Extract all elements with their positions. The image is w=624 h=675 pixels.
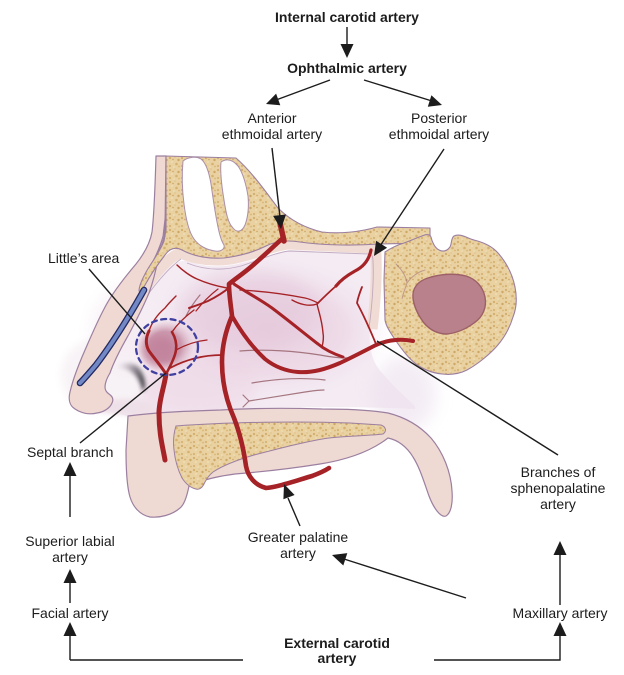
svg-text:Facial artery: Facial artery bbox=[31, 605, 108, 621]
svg-text:Ophthalmic artery: Ophthalmic artery bbox=[287, 60, 407, 76]
svg-text:Greater palatine: Greater palatine bbox=[248, 529, 349, 545]
svg-text:sphenopalatine: sphenopalatine bbox=[511, 480, 606, 496]
svg-text:artery: artery bbox=[318, 650, 357, 666]
svg-text:Branches of: Branches of bbox=[521, 464, 596, 480]
svg-text:ethmoidal artery: ethmoidal artery bbox=[389, 126, 489, 142]
svg-text:ethmoidal artery: ethmoidal artery bbox=[222, 126, 322, 142]
svg-text:External carotid: External carotid bbox=[284, 635, 390, 651]
svg-text:Septal branch: Septal branch bbox=[27, 444, 113, 460]
svg-text:artery: artery bbox=[52, 549, 88, 565]
svg-text:Superior labial: Superior labial bbox=[25, 533, 115, 549]
svg-text:Little’s area: Little’s area bbox=[48, 250, 120, 266]
svg-text:Maxillary artery: Maxillary artery bbox=[513, 605, 608, 621]
svg-text:artery: artery bbox=[540, 496, 576, 512]
svg-text:Anterior: Anterior bbox=[247, 110, 296, 126]
svg-text:Internal carotid artery: Internal carotid artery bbox=[275, 9, 419, 25]
svg-text:artery: artery bbox=[280, 545, 316, 561]
svg-text:Posterior: Posterior bbox=[411, 110, 467, 126]
